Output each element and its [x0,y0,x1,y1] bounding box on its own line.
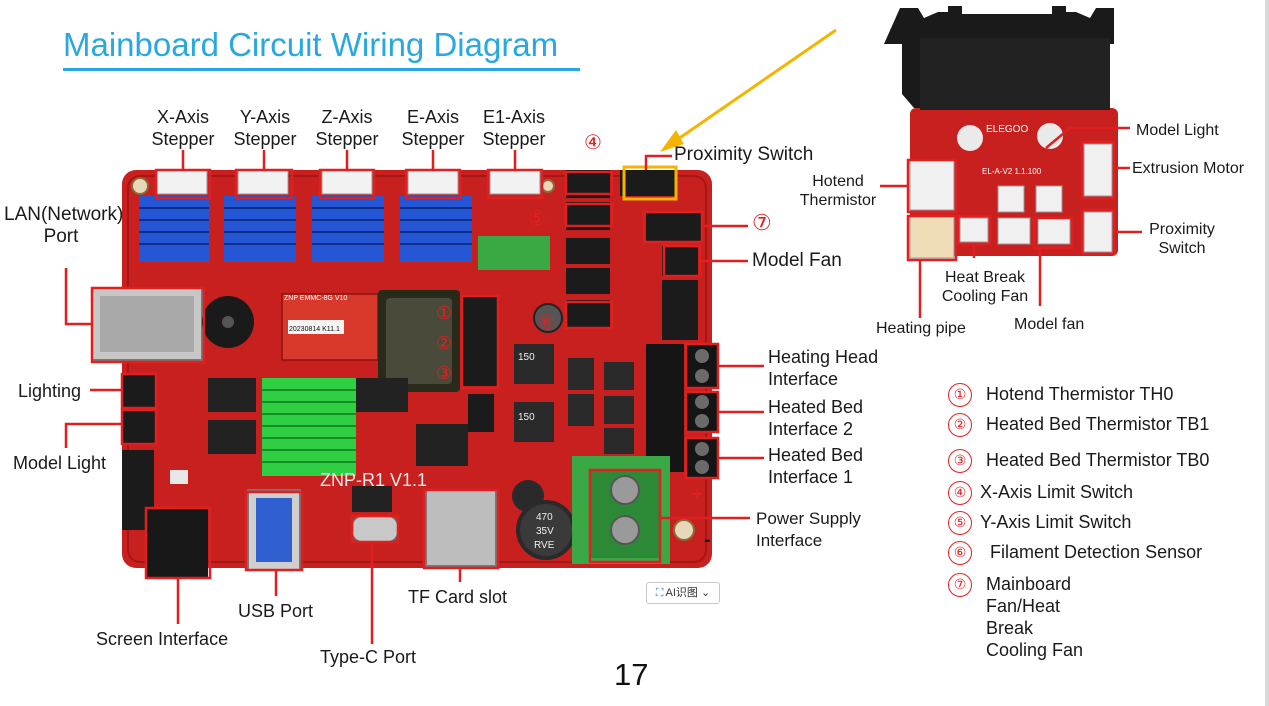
emmc-marking: ZNP EMMC-8G V10 [284,295,347,302]
legend-number: ④ [948,481,972,505]
label-tf-card-slot: TF Card slot [408,587,508,607]
legend-number: ⑥ [948,541,972,565]
legend-item: ⑤ Y-Axis Limit Switch [948,511,1131,535]
legend-number: ① [948,383,972,407]
svg-text:35V: 35V [536,526,554,537]
circle-4: ④ [584,132,602,154]
svg-text:RVE: RVE [534,540,555,551]
chevron-down-icon: ⌄ [697,587,711,599]
legend-text: Heated Bed Thermistor TB0 [986,450,1210,470]
label-usb-port: USB Port [238,601,314,621]
legend-text: Heated Bed Thermistor TB1 [986,414,1210,434]
board-marking: ZNP-R1 V1.1 [320,470,427,490]
ai-scan-icon: ⛶ [655,587,664,599]
circle-5: ⑤ [528,208,546,230]
legend-item: ③ Heated Bed Thermistor TB0 [948,449,1209,473]
label-x-axis-stepper: X-Axis Stepper [151,107,215,149]
legend-text: Hotend Thermistor TH0 [986,384,1174,404]
page-edge-shadow [1265,0,1269,706]
proximity-highlight [622,165,678,201]
legend-text: Mainboard Fan/Heat Break Cooling Fan [986,574,1084,660]
emmc-date: 20230814 K11.1 [289,326,340,333]
mainboard: ZNP-R1 V1.1 ZNP EMMC-8G V10 20230814 K11… [91,169,719,578]
title-underline [63,68,580,71]
label-heating-head: Heating Head Interface [768,347,879,389]
label-proximity-switch-adapter: Proximity Switch [1149,221,1215,257]
label-screen-interface: Screen Interface [96,629,229,649]
label-model-fan-adapter: Model fan [1014,316,1085,333]
label-proximity-switch: Proximity Switch [674,144,814,165]
cap-marking-470: 470 [536,512,553,523]
label-model-light-adapter: Model Light [1136,122,1219,139]
legend-text: Y-Axis Limit Switch [980,512,1132,532]
label-heated-bed-2: Heated Bed Interface 2 [768,397,864,439]
adapter-model: EL-A-V2 1.1.100 [982,167,1042,176]
svg-text:150: 150 [518,412,535,423]
legend-item: ① Hotend Thermistor TH0 [948,383,1173,407]
legend-item: ② Heated Bed Thermistor TB1 [948,413,1209,437]
label-model-light: Model Light [13,453,107,473]
leader-lines [64,126,1142,644]
label-model-fan: Model Fan [752,250,842,271]
label-heat-break-cooling-fan: Heat Break Cooling Fan [941,269,1029,305]
circle-1: ① [436,303,453,323]
circle-2: ② [436,333,453,353]
legend-item: ⑦ Mainboard Fan/Heat Break Cooling Fan [948,573,1083,661]
plus-sign: + [692,484,703,504]
adapter-board: ELEGOO EL-A-V2 1.1.100 [884,6,1118,259]
circle-7: ⑦ [752,210,772,235]
stepper-heatsinks [139,196,472,262]
circle-6: ⑥ [538,312,556,334]
label-extrusion-motor: Extrusion Motor [1132,160,1245,177]
label-lan-port: LAN(Network) Port [4,204,124,247]
label-e1-axis-stepper: E1-Axis Stepper [482,107,546,149]
label-power-supply: Power Supply Interface [756,509,861,550]
legend-number: ③ [948,449,972,473]
label-z-axis-stepper: Z-Axis Stepper [315,107,379,149]
legend-number: ② [948,413,972,437]
legend-text: X-Axis Limit Switch [980,482,1134,502]
adapter-brand: ELEGOO [986,124,1028,135]
circle-3: ③ [436,363,453,383]
label-e-axis-stepper: E-Axis Stepper [401,107,465,149]
cpu-heatsink [262,378,356,476]
label-y-axis-stepper: Y-Axis Stepper [233,107,297,149]
label-hotend-thermistor: Hotend Thermistor [799,173,877,209]
label-heated-bed-1: Heated Bed Interface 1 [768,445,864,487]
label-type-c-port: Type-C Port [320,647,417,667]
page-number: 17 [614,657,649,692]
cap-marking-150: 150 [518,352,535,363]
label-lighting: Lighting [18,381,82,401]
page-title: Mainboard Circuit Wiring Diagram [63,26,559,63]
ai-recognize-button[interactable]: ⛶AI识图 ⌄ [646,582,720,604]
legend-number: ⑤ [948,511,972,535]
ai-button-label: AI识图 [665,587,698,599]
label-heating-pipe: Heating pipe [876,320,966,337]
legend-item: ⑥ Filament Detection Sensor [948,541,1202,565]
legend-text: Filament Detection Sensor [990,542,1203,562]
legend-number: ⑦ [948,573,972,597]
minus-sign: - [704,529,711,551]
legend-item: ④ X-Axis Limit Switch [948,481,1133,505]
